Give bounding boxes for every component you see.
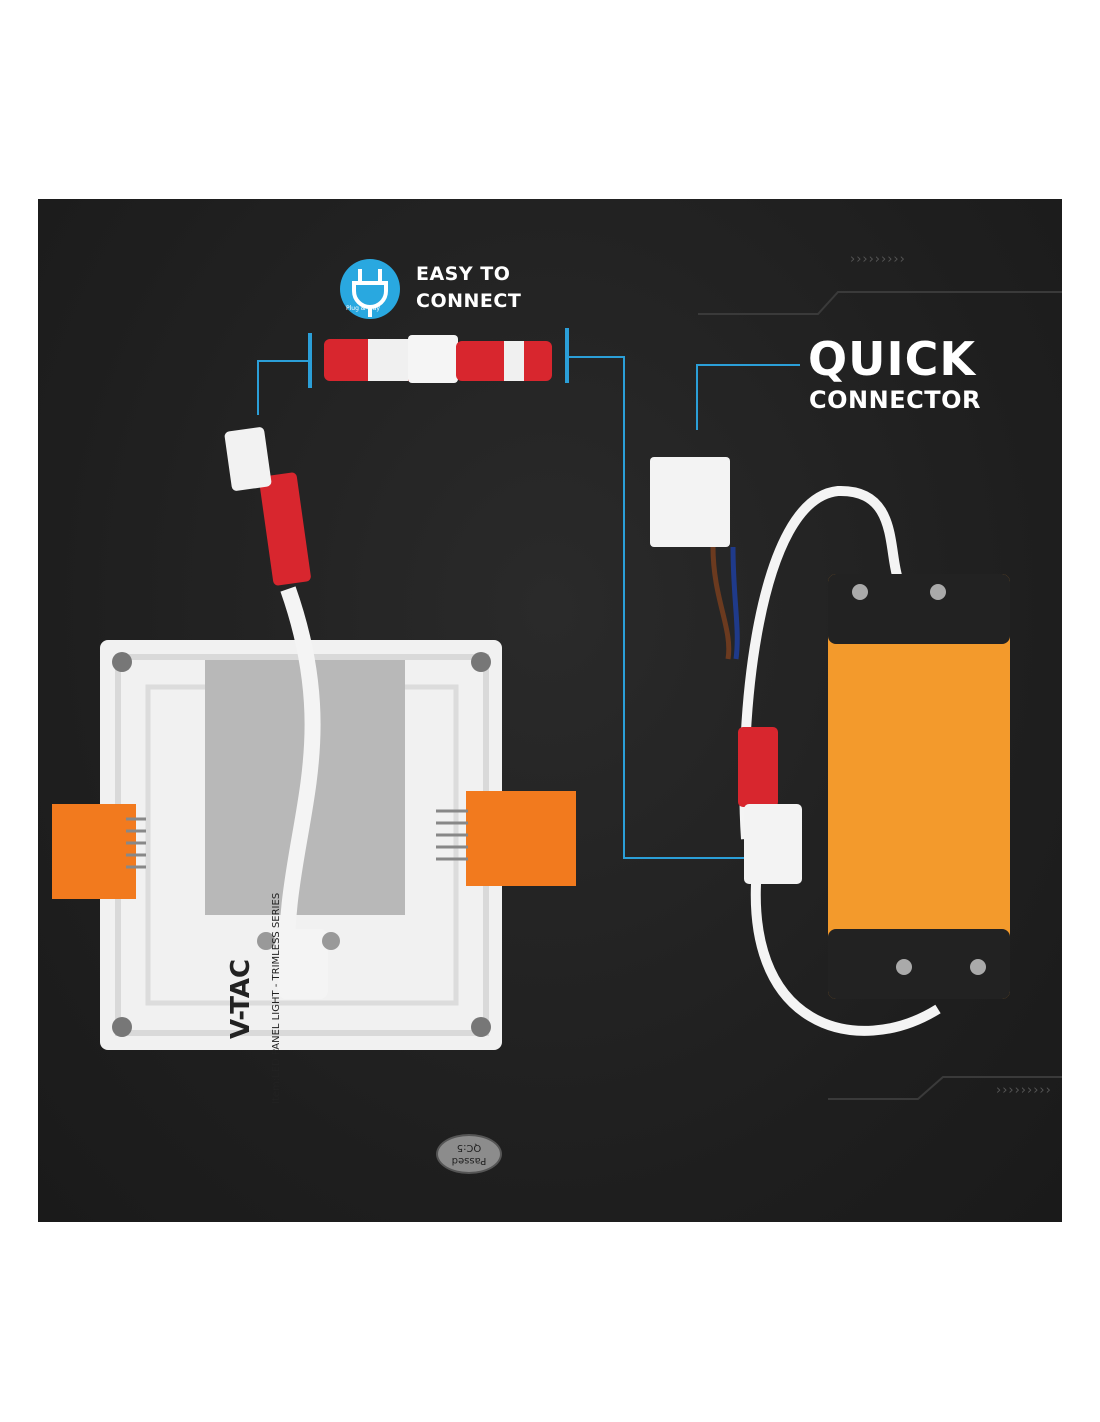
quick-connector [324,335,552,383]
easy-to-connect-line2: CONNECT [416,290,522,312]
plug-play-caption: Plug & Play [346,305,380,312]
led-panel [52,427,576,1050]
qc-passed-line1: Passed [451,1155,487,1166]
chevron-decor-bottom: ››››››››› [996,1083,1052,1098]
led-driver [650,457,1010,1036]
chevron-decor-top: ››››››››› [850,252,906,267]
easy-to-connect-line1: EASY TO [416,263,511,285]
product-illustration [52,259,1062,1100]
connector-guide-lines [257,328,800,859]
plug-play-icon [340,259,400,319]
quick-heading: QUICK [808,332,976,386]
qc-passed-sticker: Passed QC:5 [436,1134,502,1174]
item-label: Item:LED PANEL LIGHT - TRIMLESS SERIES [271,892,282,1104]
decor-lines [698,291,1062,1100]
connector-heading: CONNECTOR [809,386,981,414]
qc-passed-line2: QC:5 [456,1142,482,1153]
product-image-panel: Plug & Play EASY TO CONNECT QUICK CONNEC… [38,199,1062,1222]
vtac-logo: V-TAC [226,958,256,1039]
